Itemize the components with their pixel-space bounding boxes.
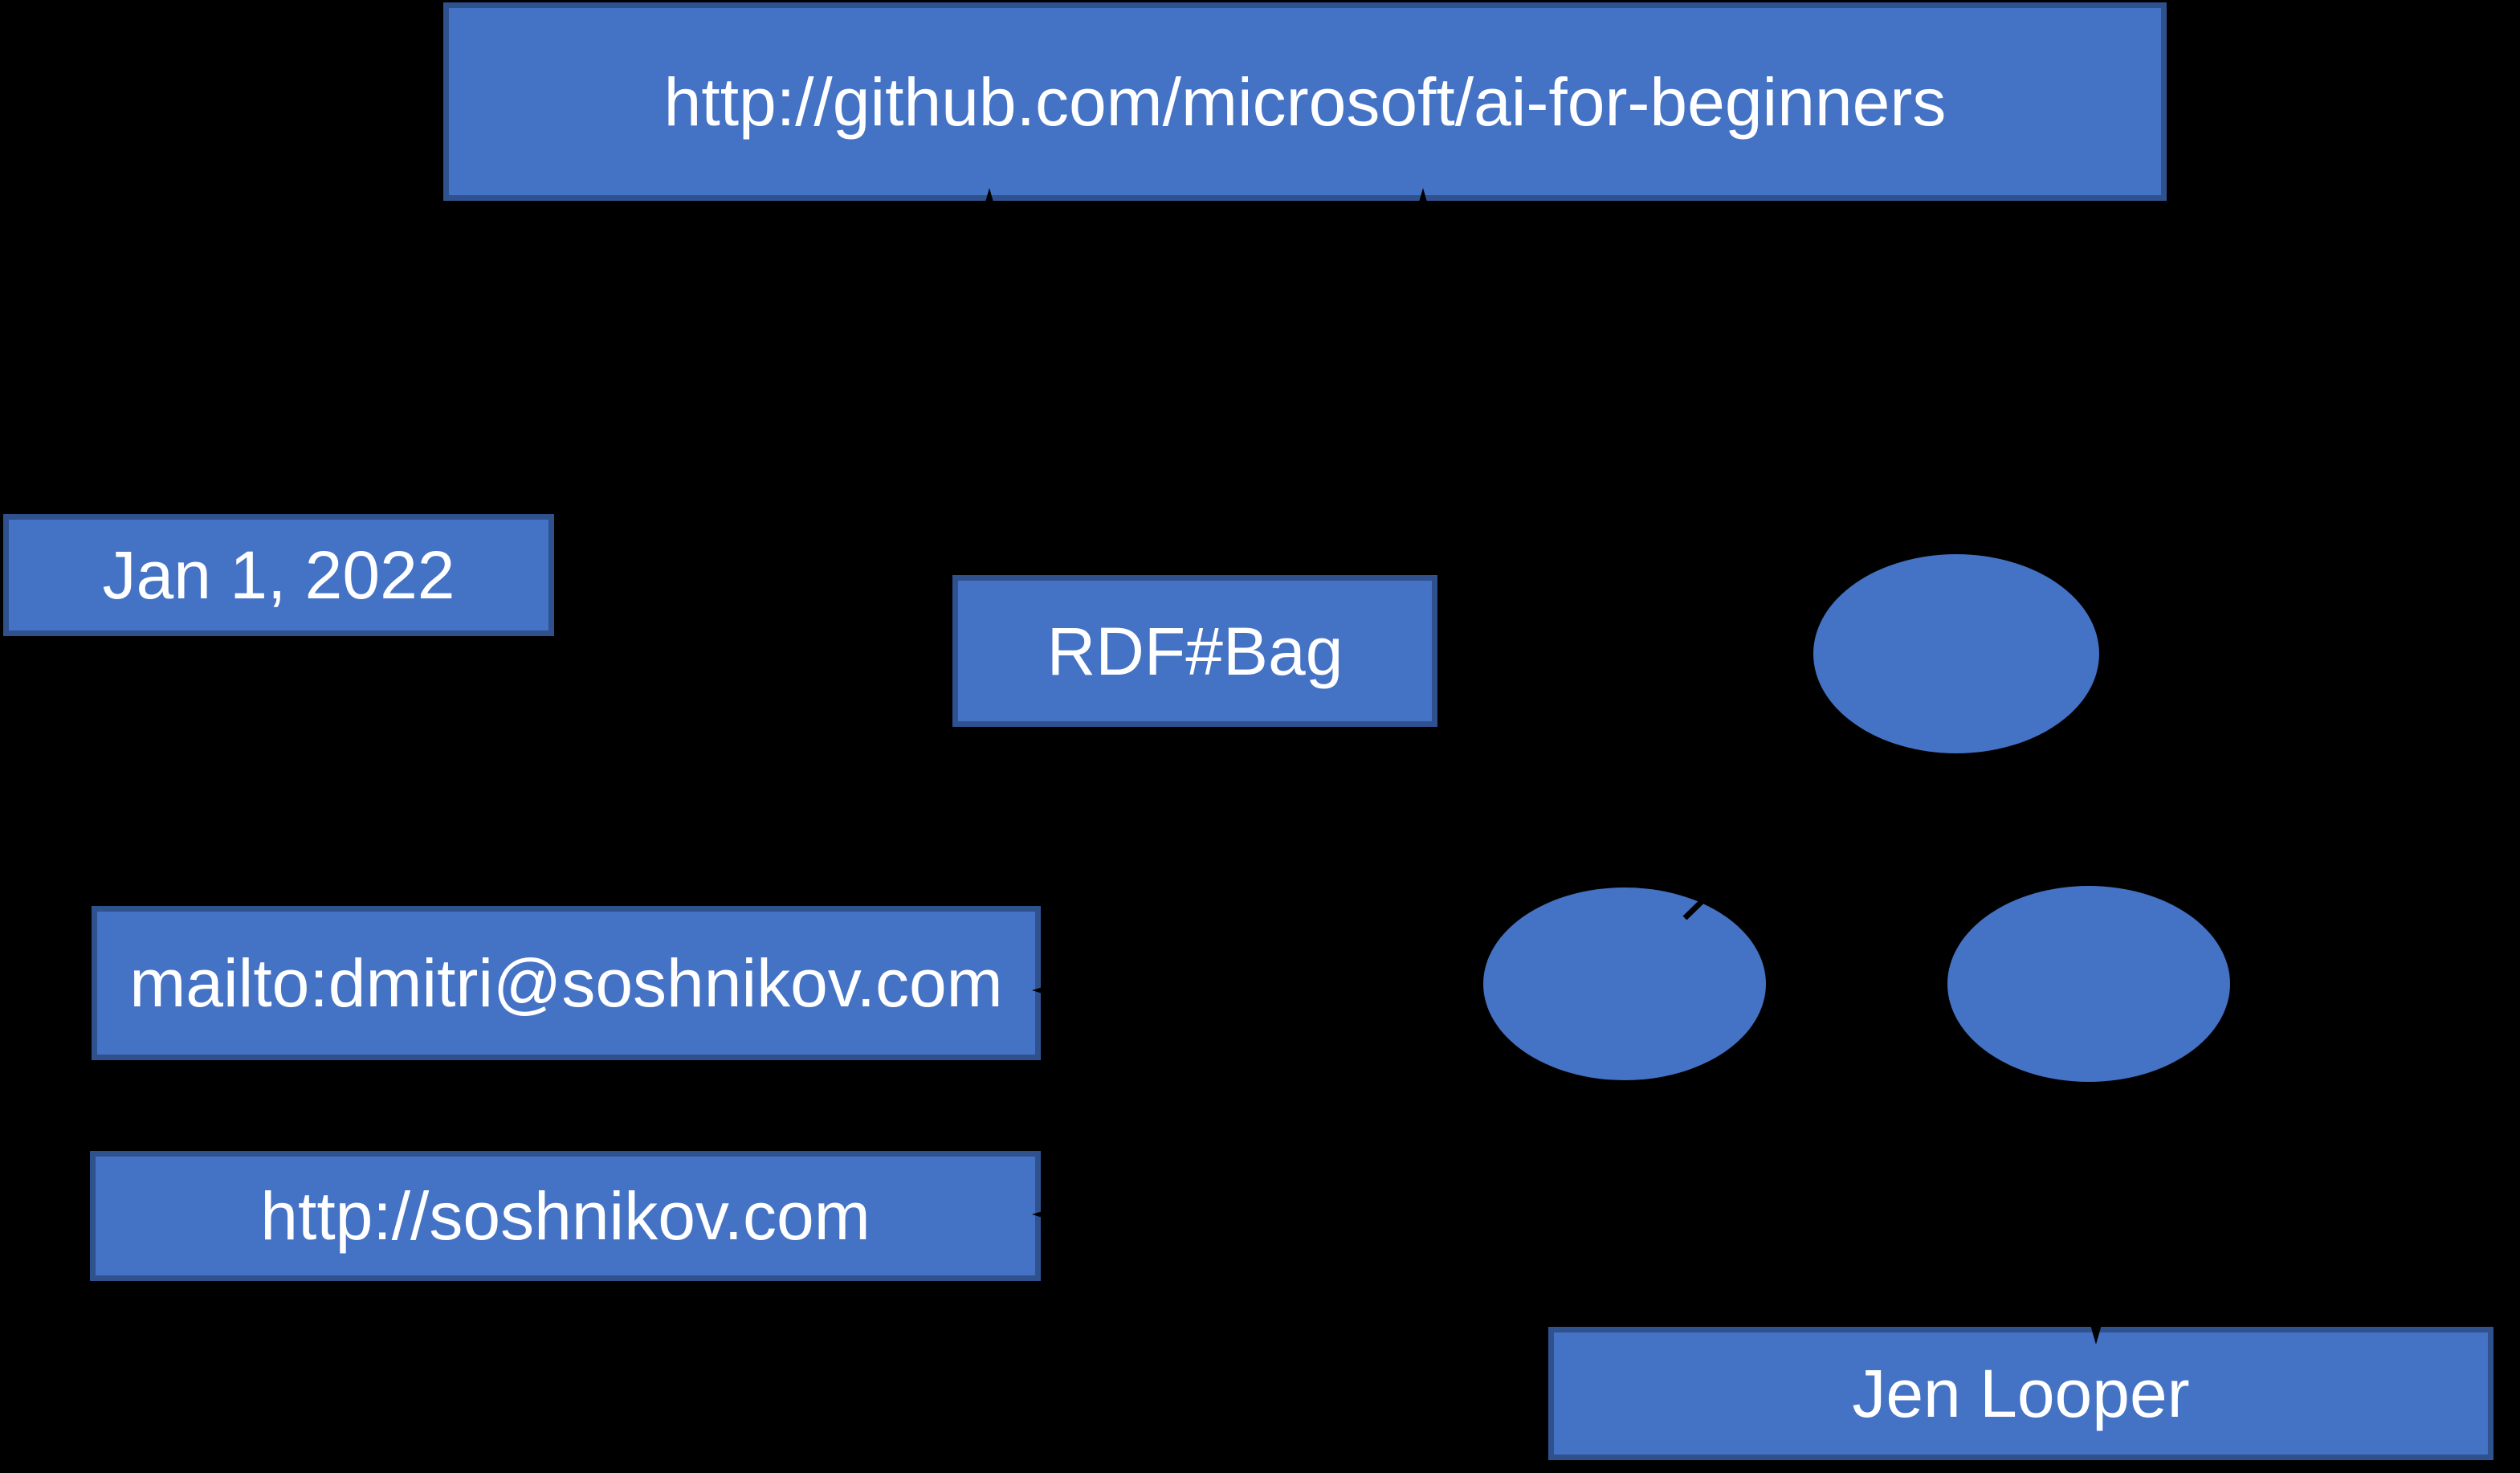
uri-node-website: http://soshnikov.com bbox=[90, 1151, 1041, 1281]
uri-node-website-label: http://soshnikov.com bbox=[260, 1178, 871, 1254]
uri-node-email: mailto:dmitri@soshnikov.com bbox=[92, 906, 1041, 1060]
uri-node-github-repo-label: http://github.com/microsoft/ai-for-begin… bbox=[663, 63, 1947, 140]
literal-node-person-name-label: Jen Looper bbox=[1852, 1356, 2190, 1431]
type-node-rdf-bag: RDF#Bag bbox=[952, 575, 1437, 727]
literal-node-person-name: Jen Looper bbox=[1548, 1327, 2493, 1460]
literal-node-created-date-label: Jan 1, 2022 bbox=[102, 537, 455, 613]
blank-node-ellipse-top bbox=[1813, 554, 2099, 753]
type-node-rdf-bag-label: RDF#Bag bbox=[1046, 613, 1344, 689]
literal-node-created-date: Jan 1, 2022 bbox=[3, 514, 554, 636]
blank-node-ellipse-right bbox=[1947, 886, 2230, 1082]
uri-node-github-repo: http://github.com/microsoft/ai-for-begin… bbox=[443, 2, 2167, 201]
blank-node-ellipse-left bbox=[1483, 887, 1766, 1080]
uri-node-email-label: mailto:dmitri@soshnikov.com bbox=[129, 945, 1003, 1021]
